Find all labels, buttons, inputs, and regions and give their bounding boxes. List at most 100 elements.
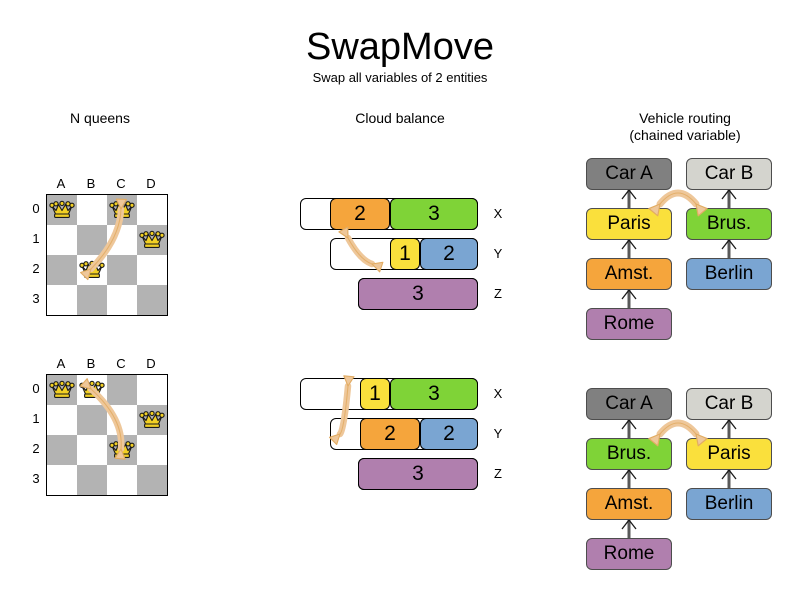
customer-box-paris[interactable]: Paris [686,438,772,470]
cloud-process-Z-1[interactable]: 3 [358,458,478,490]
cloud-process-X-1[interactable]: 1 [360,378,390,410]
board-cell-C3[interactable] [107,285,137,315]
vehicle-heading-line1: Vehicle routing [639,110,731,126]
board-cell-B0[interactable] [77,195,107,225]
cloud-process-X-2[interactable]: 3 [390,378,478,410]
cloud-computer-label-X: X [493,386,503,401]
customer-box-rome[interactable]: Rome [586,538,672,570]
board-file-label-B: B [86,176,96,191]
cloud-process-Z-1[interactable]: 3 [358,278,478,310]
cloud-swap-arrow [338,226,384,273]
board-file-label-A: A [56,356,66,371]
column-heading-cloud-balance: Cloud balance [355,110,445,126]
vehicle-chain-links [621,189,737,308]
box-label: Berlin [704,263,754,284]
cloud-process-Y-1[interactable]: 2 [360,418,420,450]
board-cell-D3[interactable] [137,465,167,495]
cloud-computer-label-Y: Y [493,426,503,441]
board-cell-B1[interactable] [77,225,107,255]
vehicle-box-car-b[interactable]: Car B [686,388,772,420]
board-file-label-B: B [86,356,96,371]
board-cell-D3[interactable] [137,285,167,315]
board-cell-B3[interactable] [77,465,107,495]
vehicle-box-car-b[interactable]: Car B [686,158,772,190]
box-label: Car B [704,393,754,414]
vehicle-swap-arrow [648,189,708,217]
board-rank-label-2: 2 [32,261,40,276]
cloud-process-value: 1 [369,382,381,405]
page-subtitle: Swap all variables of 2 entities [312,70,488,85]
customer-box-amst[interactable]: Amst. [586,258,672,290]
queen-swap-arrow [79,378,126,460]
cloud-process-value: 3 [428,382,440,405]
box-label: Rome [603,313,655,334]
box-label: Car A [605,163,653,184]
cloud-process-X-2[interactable]: 3 [390,198,478,230]
vehicle-box-car-a[interactable]: Car A [586,158,672,190]
box-label: Car B [704,163,754,184]
box-label: Rome [603,543,655,564]
board-cell-A3[interactable] [47,465,77,495]
board-file-label-C: C [116,356,126,371]
customer-box-rome[interactable]: Rome [586,308,672,340]
cloud-computer-label-Y: Y [493,246,503,261]
board-rank-label-1: 1 [32,231,40,246]
board-cell-D2[interactable] [137,255,167,285]
board-cell-D2[interactable] [137,435,167,465]
vehicle-chain-links [621,419,737,538]
board-cell-D0[interactable] [137,195,167,225]
cloud-process-value: 1 [399,242,411,265]
board-cell-A2[interactable] [47,255,77,285]
chessboard-grid [46,374,168,496]
box-label: Paris [707,443,751,464]
box-label: Paris [607,213,651,234]
board-rank-label-3: 3 [32,471,40,486]
cloud-computer-label-Z: Z [494,466,502,481]
customer-box-berlin[interactable]: Berlin [686,488,772,520]
board-rank-label-3: 3 [32,291,40,306]
customer-box-amst[interactable]: Amst. [586,488,672,520]
cloud-swap-arrow [328,375,355,446]
box-label: Berlin [704,493,754,514]
board-cell-A1[interactable] [47,225,77,255]
cloud-process-value: 2 [443,242,455,265]
cloud-process-Y-1[interactable]: 1 [390,238,420,270]
board-cell-D0[interactable] [137,375,167,405]
cloud-process-Y-2[interactable]: 2 [420,238,478,270]
customer-box-berlin[interactable]: Berlin [686,258,772,290]
board-file-label-D: D [146,176,156,191]
cloud-process-value: 3 [412,462,424,485]
board-cell-C2[interactable] [107,255,137,285]
board-cell-A1[interactable] [47,405,77,435]
cloud-process-X-1[interactable]: 2 [330,198,390,230]
vehicle-heading-line2: (chained variable) [629,127,741,143]
board-cell-B3[interactable] [77,285,107,315]
customer-box-brus[interactable]: Brus. [586,438,672,470]
box-label: Brus. [706,213,752,234]
cloud-process-Y-2[interactable]: 2 [420,418,478,450]
box-label: Amst. [604,493,654,514]
board-file-label-A: A [56,176,66,191]
board-cell-B2[interactable] [77,435,107,465]
board-cell-B1[interactable] [77,405,107,435]
board-file-label-D: D [146,356,156,371]
vehicle-box-car-a[interactable]: Car A [586,388,672,420]
customer-box-brus[interactable]: Brus. [686,208,772,240]
cloud-process-value: 2 [384,422,396,445]
board-cell-C0[interactable] [107,375,137,405]
board-cell-A2[interactable] [47,435,77,465]
queen-swap-arrow [80,198,127,281]
vehicle-swap-arrow [648,419,708,447]
cloud-process-value: 2 [443,422,455,445]
cloud-computer-label-X: X [493,206,503,221]
board-file-label-C: C [116,176,126,191]
board-cell-A3[interactable] [47,285,77,315]
cloud-process-value: 3 [412,282,424,305]
board-cell-C3[interactable] [107,465,137,495]
